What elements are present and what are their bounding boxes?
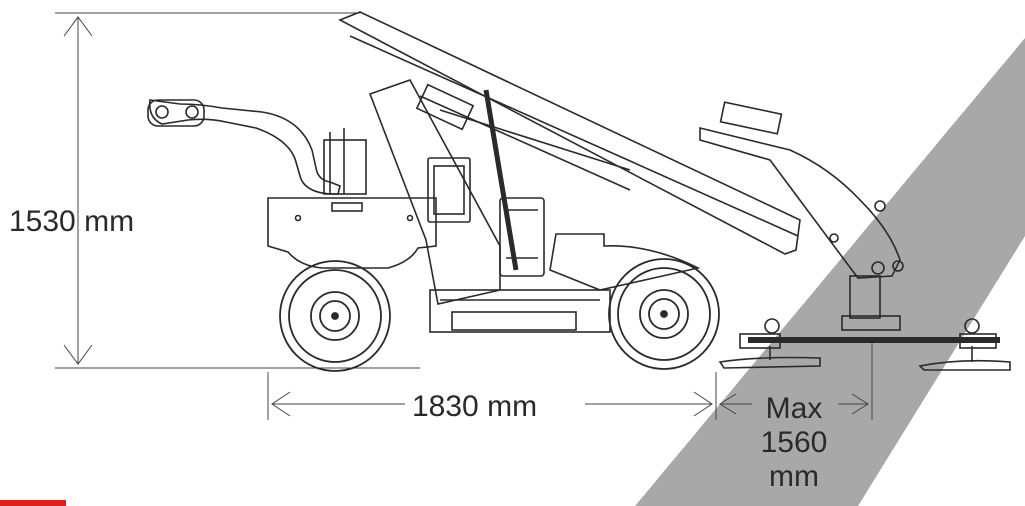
reach-dimension-label-line2: 1560 (761, 426, 828, 459)
reach-dimension-label-line1: Max (766, 392, 823, 425)
lifter-machine (147, 11, 1011, 371)
steering-handle (148, 99, 341, 195)
height-dimension-label: 1530 mm (9, 205, 134, 238)
lower-chassis (429, 289, 611, 333)
brand-accent-bar (0, 500, 66, 506)
length-dimension-label: 1830 mm (412, 390, 537, 423)
tool-arm (699, 126, 901, 279)
height-dimension (55, 12, 420, 369)
length-dimension (267, 372, 717, 420)
telescopic-boom (338, 11, 801, 255)
watermark-band (635, 38, 1025, 506)
chassis-body (267, 197, 437, 269)
front-wheel (608, 258, 720, 370)
mast (368, 79, 501, 305)
reach-dimension-label-line3: mm (769, 460, 819, 493)
reach-dimension (719, 340, 873, 420)
rear-wheel (279, 260, 391, 372)
